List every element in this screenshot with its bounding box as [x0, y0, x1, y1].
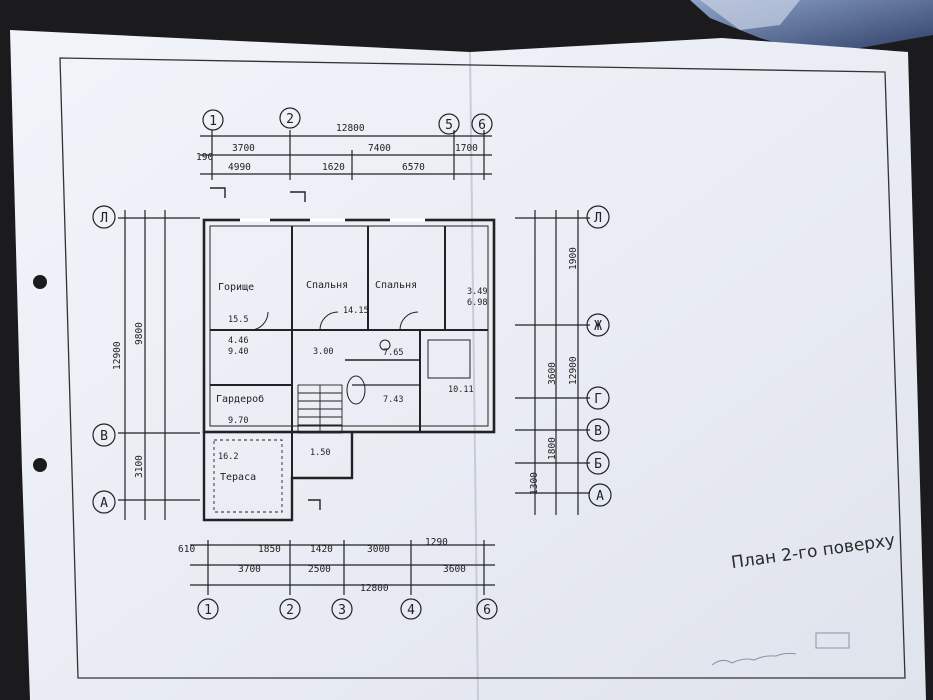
area-label: 1.50	[310, 448, 330, 458]
dim-top-e: 1620	[322, 162, 345, 173]
dim-bottom-b: 1850	[258, 544, 281, 555]
area-label: 15.5	[228, 315, 248, 325]
axis-right-l: Л	[594, 211, 602, 226]
dim-bottom-g: 2500	[308, 564, 331, 575]
dim-left-total: 12900	[112, 341, 123, 370]
room-terrace: Тераса	[220, 472, 256, 483]
axis-right-a: А	[596, 489, 604, 504]
room-bedroom-1: Спальня	[306, 280, 348, 291]
area-label: 4.46	[228, 336, 248, 346]
dim-right-d: 1300	[529, 472, 540, 495]
dim-bottom-c: 1420	[310, 544, 333, 555]
axis-bottom-3: 3	[338, 603, 346, 618]
dim-bottom-f: 3700	[238, 564, 261, 575]
room-attic: Горище	[218, 282, 254, 293]
dim-right-b: 3600	[547, 362, 558, 385]
axis-right-v: В	[594, 424, 602, 439]
axis-left-l: Л	[100, 211, 108, 226]
area-label: 7.65	[383, 348, 403, 358]
dim-top-d: 4990	[228, 162, 251, 173]
dim-top-f: 6570	[402, 162, 425, 173]
axis-right-zh: Ж	[594, 319, 602, 334]
axis-bubbles: 1 2 5 6 1 2 3 4 6 Л В А Л Ж Г В Б А	[92, 107, 612, 620]
dim-left-a: 9800	[134, 322, 145, 345]
room-labels: Горище Спальня Спальня Гардероб Тераса	[216, 280, 417, 483]
axis-left-a: А	[100, 496, 108, 511]
dimension-labels: 12800 3700 7400 190 4990 1620 6570 1700 …	[112, 123, 579, 594]
room-wardrobe: Гардероб	[216, 393, 264, 405]
axis-bottom-4: 4	[407, 603, 415, 618]
area-label: 14.15	[343, 306, 369, 316]
dim-right-a: 1900	[568, 247, 579, 270]
dim-top-c: 190	[196, 152, 213, 163]
axis-top-6: 6	[478, 118, 486, 133]
axis-left-v: В	[100, 429, 108, 444]
dim-bottom-d: 3000	[367, 544, 390, 555]
dim-bottom-a: 610	[178, 544, 195, 555]
area-label: 16.2	[218, 452, 238, 462]
dim-top-g: 1700	[455, 143, 478, 154]
dim-top-total: 12800	[336, 123, 365, 134]
axis-right-b: Б	[594, 457, 602, 472]
dim-right-total: 12900	[568, 356, 579, 385]
axis-right-g: Г	[594, 392, 602, 407]
drawing-frame	[59, 57, 906, 679]
dim-left-b: 3100	[134, 455, 145, 478]
dim-bottom-h: 3600	[443, 564, 466, 575]
area-label: 10.11	[448, 385, 474, 395]
dim-bottom-total: 12800	[360, 583, 389, 594]
area-label: 3.49	[467, 287, 487, 297]
axis-bottom-1: 1	[204, 603, 212, 618]
dim-top-a: 3700	[232, 143, 255, 154]
dim-top-b: 7400	[368, 143, 391, 154]
area-label: 3.00	[313, 347, 333, 357]
dim-right-c: 1800	[547, 437, 558, 460]
area-labels: 15.5 4.46 9.40 3.00 7.65 3.49 6.98 10.11…	[218, 287, 487, 462]
axis-top-2: 2	[286, 112, 294, 127]
axis-top-5: 5	[445, 118, 453, 133]
floor-plan	[118, 130, 590, 595]
binder-hole	[33, 458, 47, 472]
area-label: 7.43	[383, 395, 403, 405]
area-label: 9.40	[228, 347, 248, 357]
axis-top-1: 1	[209, 114, 217, 129]
paper-sheet	[10, 30, 926, 700]
axis-bottom-6: 6	[483, 603, 491, 618]
area-label: 9.70	[228, 416, 248, 426]
axis-bottom-2: 2	[286, 603, 294, 618]
corner-object	[690, 0, 933, 55]
binder-hole	[33, 275, 47, 289]
dim-bottom-e: 1290	[425, 537, 448, 548]
area-label: 6.98	[467, 298, 487, 308]
room-bedroom-2: Спальня	[375, 280, 417, 291]
faint-scribble	[711, 632, 850, 666]
